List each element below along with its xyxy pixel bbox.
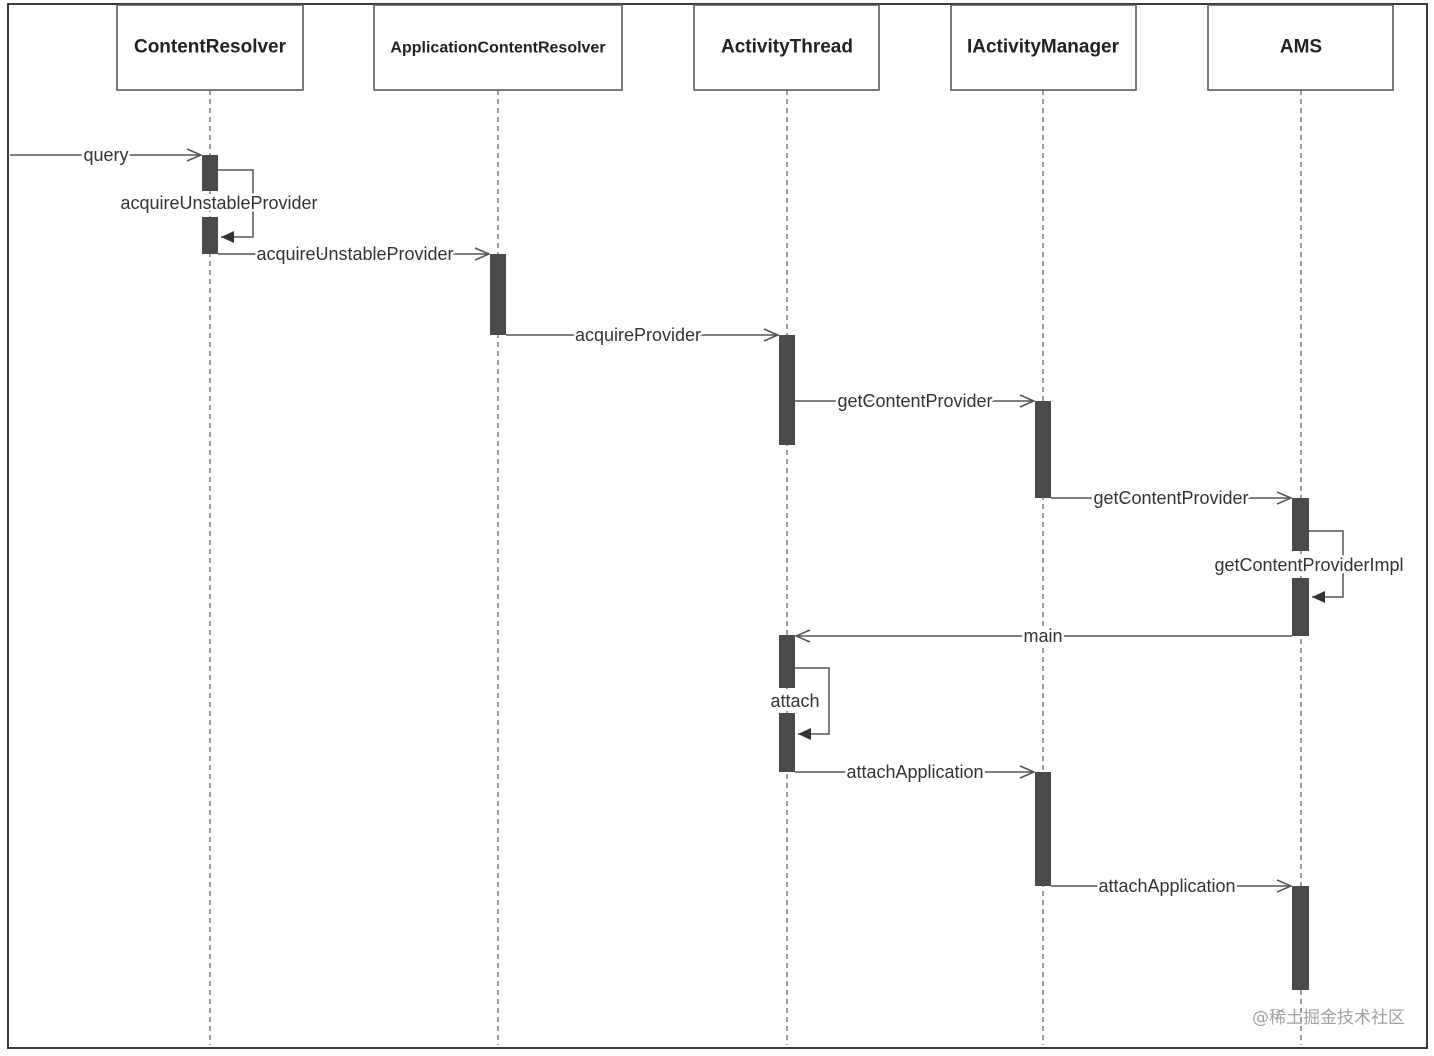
message-label-get-content-provider: getContentProvider (837, 391, 992, 411)
activation-bar-content-resolver (202, 155, 218, 191)
watermark: @稀土掘金技术社区 (1252, 1008, 1405, 1028)
message-label-attach-application: attachApplication (846, 762, 983, 782)
activation-bar-activity-thread (779, 335, 795, 445)
activation-bar-iactivity-manager (1035, 772, 1051, 886)
activation-bar-application-content-resolver (490, 254, 506, 335)
message-label-get-content-provider-ams: getContentProvider (1093, 488, 1248, 508)
participant-name: ContentResolver (134, 37, 287, 58)
participant-name: IActivityManager (967, 37, 1120, 58)
activation-bar-ams (1292, 886, 1309, 990)
self-message-arrow-get-content-provider-impl (1309, 530, 1344, 603)
self-message-arrow-attach (795, 667, 830, 740)
participant-box (1207, 4, 1394, 91)
participant-application-content-resolver: ApplicationContentResolver (373, 4, 623, 91)
participant-iactivity-manager: IActivityManager (950, 4, 1137, 91)
participant-activity-thread: ActivityThread (693, 4, 880, 91)
self-message-label-attach: attach (770, 691, 819, 711)
diagram-frame (7, 3, 1428, 1049)
participant-name: ApplicationContentResolver (390, 40, 605, 57)
participant-box (116, 4, 304, 91)
message-label-attach-application-ams: attachApplication (1098, 876, 1235, 896)
participant-content-resolver: ContentResolver (116, 4, 304, 91)
participant-box (950, 4, 1137, 91)
activation-bar-ams (1292, 578, 1309, 636)
self-message-arrow-acquire-unstable-provider (218, 169, 254, 243)
message-label-query: query (83, 145, 128, 165)
activation-bar-content-resolver (202, 217, 218, 254)
activation-bar-activity-thread (779, 635, 795, 688)
participant-name: ActivityThread (721, 37, 853, 58)
self-message-label-get-content-provider-impl: getContentProviderImpl (1214, 555, 1403, 575)
message-label-main: main (1023, 626, 1062, 646)
activation-bar-ams (1292, 498, 1309, 551)
activation-bar-iactivity-manager (1035, 401, 1051, 498)
self-message-label-acquire-unstable-provider: acquireUnstableProvider (120, 193, 317, 213)
message-label-acquire-provider: acquireProvider (575, 325, 701, 345)
participant-box (693, 4, 880, 91)
participant-ams: AMS (1207, 4, 1394, 91)
activation-bar-activity-thread (779, 713, 795, 772)
participant-name: AMS (1280, 37, 1322, 58)
participant-box (373, 4, 623, 91)
message-label-acquire-unstable-provider: acquireUnstableProvider (256, 244, 453, 264)
